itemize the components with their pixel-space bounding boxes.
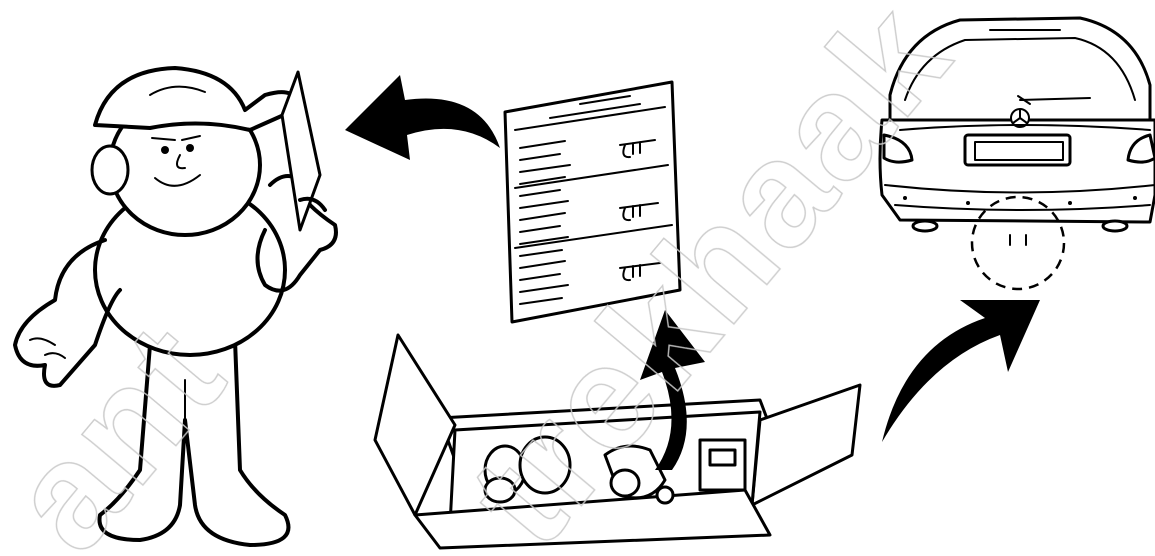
arrow-to-car-icon xyxy=(882,300,1040,442)
arrow-to-mechanic-icon xyxy=(345,75,500,160)
